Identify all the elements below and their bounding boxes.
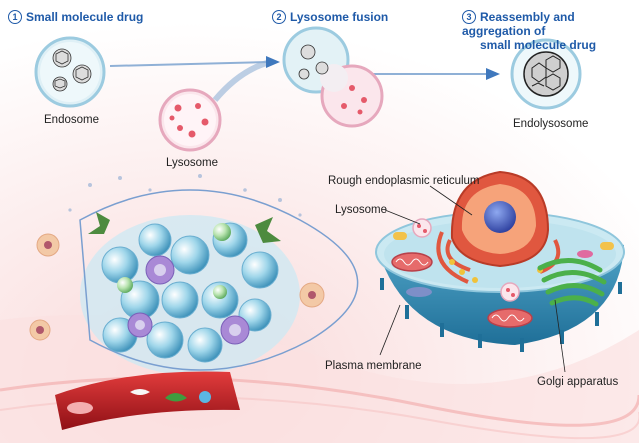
tumor-cluster <box>29 174 359 375</box>
rough-er <box>436 231 561 284</box>
leader-lines <box>379 185 566 373</box>
lysosome-label-cell: Lysosome <box>335 204 387 216</box>
lysosome-label-top: Lysosome <box>166 157 218 169</box>
pathway-arrow-1 <box>109 61 269 67</box>
endosome-vesicle <box>34 36 106 108</box>
blood-vessel <box>55 371 240 430</box>
golgi-label: Golgi apparatus <box>537 376 619 388</box>
step-2-label: 2 Lysosome fusion <box>272 10 388 24</box>
immune-cell <box>127 255 250 345</box>
plasma-membrane-label: Plasma membrane <box>325 360 422 372</box>
golgi-apparatus <box>537 257 607 307</box>
step-1-number: 1 <box>8 10 22 24</box>
nucleus-ball <box>117 223 231 299</box>
animal-cell <box>375 170 625 352</box>
endolysosome-vesicle <box>510 38 582 110</box>
fullerene-icon <box>52 48 92 92</box>
endosome-label: Endosome <box>44 114 99 126</box>
step-1-text: Small molecule drug <box>26 10 144 24</box>
step-2-text: Lysosome fusion <box>290 10 389 24</box>
step-3-number: 3 <box>462 10 476 24</box>
tumor-cell <box>101 222 279 363</box>
step-3-text-line2: small molecule drug <box>480 38 597 52</box>
fusion-vesicle <box>282 26 384 128</box>
endolysosome-label: Endolysosome <box>513 118 589 130</box>
lysosome-vesicle <box>158 88 222 152</box>
lysosome-organelle <box>412 218 520 302</box>
rough-er-label: Rough endoplasmic reticulum <box>328 175 480 187</box>
step-2-number: 2 <box>272 10 286 24</box>
step-3-text: Reassembly and aggregation of <box>462 10 575 38</box>
nucleus <box>450 170 550 268</box>
step-1-label: 1 Small molecule drug <box>8 10 143 24</box>
